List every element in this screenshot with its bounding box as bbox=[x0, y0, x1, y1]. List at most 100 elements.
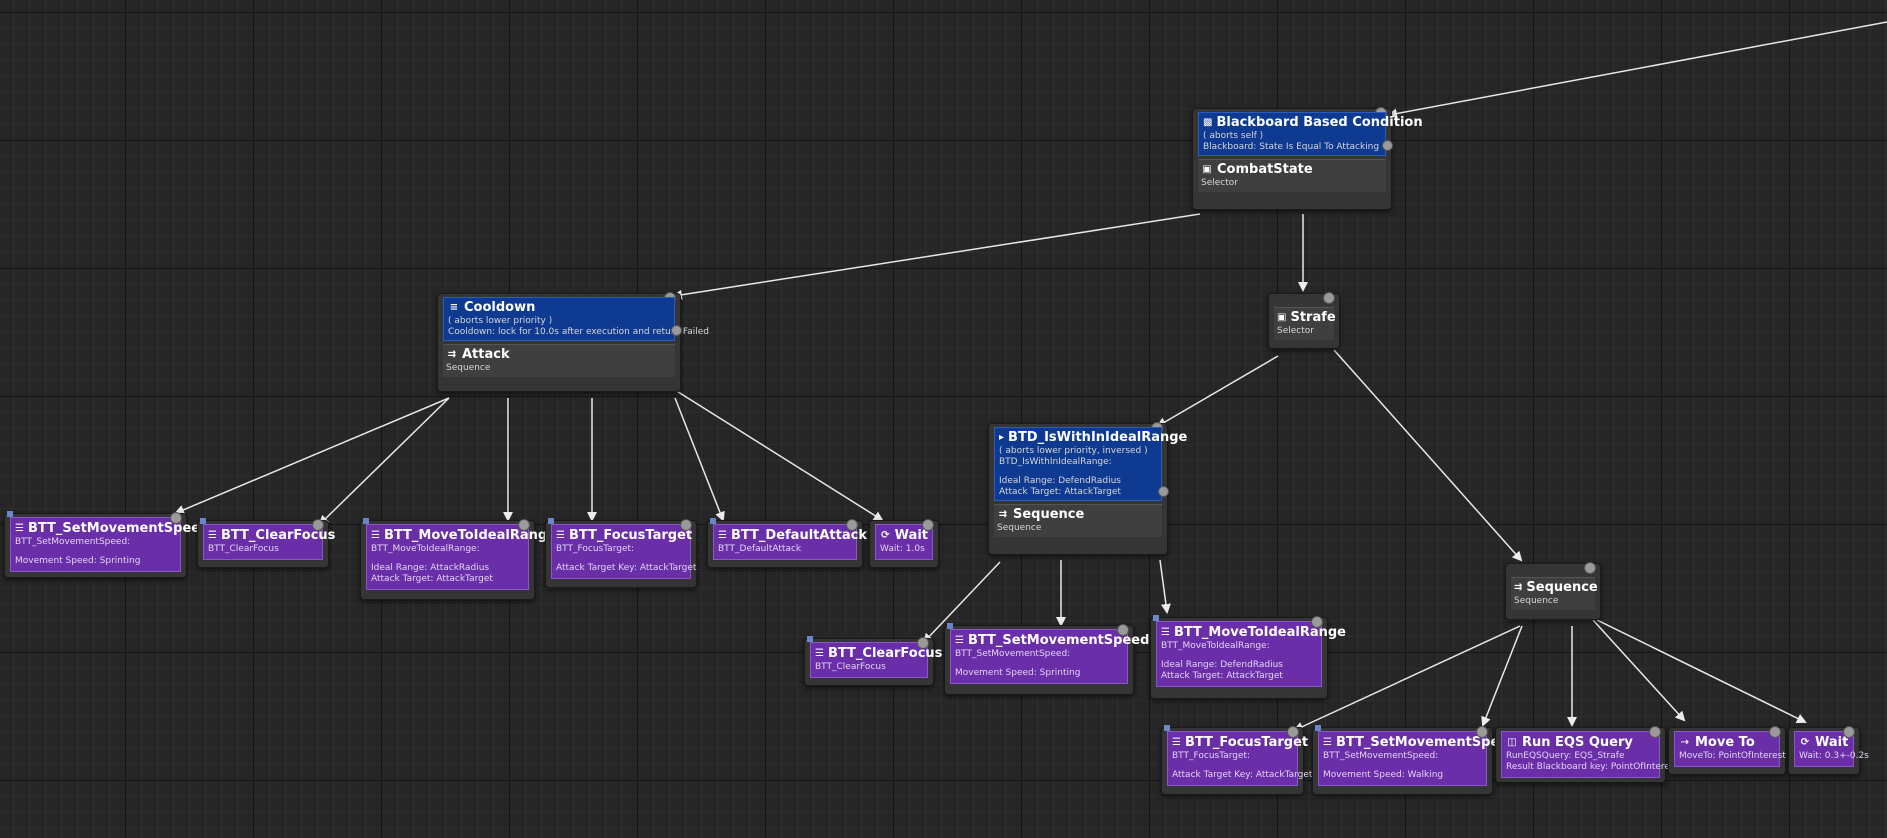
task-class-text: BTT_SetMovementSpeed: bbox=[15, 537, 131, 547]
task-body[interactable]: ☰BTT_MoveToIdealRange BTT_MoveToIdealRan… bbox=[1156, 621, 1346, 687]
task-clearfocus-1[interactable]: ☰BTT_ClearFocus BTT_ClearFocus bbox=[197, 518, 335, 568]
output-pin[interactable] bbox=[917, 637, 929, 649]
task-focustarget-1[interactable]: ☰BTT_FocusTarget BTT_FocusTarget: Attack… bbox=[545, 518, 697, 588]
task-title: Wait bbox=[1815, 735, 1849, 750]
output-pin[interactable] bbox=[1769, 726, 1781, 738]
decorator-pin[interactable] bbox=[671, 325, 682, 336]
task-clearfocus-2[interactable]: ☰BTT_ClearFocus BTT_ClearFocus bbox=[804, 636, 942, 686]
attack-node[interactable]: ≡Cooldown ( aborts lower priority ) Cool… bbox=[437, 292, 709, 392]
task-body[interactable]: ⇢Move To MoveTo: PointOfInterest bbox=[1674, 731, 1786, 767]
decorator-class-text: BTD_IsWithInIdealRange: bbox=[999, 457, 1112, 467]
strafe-composite[interactable]: ▣Strafe Selector bbox=[1274, 307, 1336, 340]
output-pin[interactable] bbox=[312, 519, 324, 531]
task-query-text: RunEQSQuery: EQS_Strafe bbox=[1506, 751, 1625, 761]
task-title: BTT_SetMovementSpeed bbox=[1335, 735, 1518, 750]
task-run-eqs-query[interactable]: ◫Run EQS Query RunEQSQuery: EQS_Strafe R… bbox=[1495, 726, 1679, 783]
task-icon: ☰ bbox=[1172, 737, 1181, 748]
task-title: BTT_DefaultAttack bbox=[730, 528, 867, 543]
task-param-text: Movement Speed: Sprinting bbox=[15, 556, 141, 566]
task-title: BTT_MoveToIdealRange bbox=[383, 528, 556, 543]
combatstate-composite[interactable]: ▣CombatState Selector bbox=[1198, 159, 1386, 192]
task-body[interactable]: ☰BTT_SetMovementSpeed BTT_SetMovementSpe… bbox=[10, 517, 209, 572]
decorator-range-text: Ideal Range: DefendRadius bbox=[999, 476, 1121, 486]
task-wait-2[interactable]: ⟳Wait Wait: 0.3+-0.2s bbox=[1788, 726, 1869, 775]
task-icon: ☰ bbox=[371, 530, 380, 541]
input-pin bbox=[947, 623, 953, 629]
task-title: Move To bbox=[1695, 735, 1755, 750]
task-class-text: BTT_MoveToIdealRange: bbox=[371, 544, 480, 554]
decorator-pin[interactable] bbox=[1382, 140, 1393, 151]
wire-seq2-to-wait2 bbox=[1596, 619, 1807, 723]
output-pin[interactable] bbox=[170, 512, 182, 524]
task-wait-1[interactable]: ⟳Wait Wait: 1.0s bbox=[869, 519, 939, 568]
output-pin[interactable] bbox=[1323, 292, 1335, 304]
combatstate-node[interactable]: ▩Blackboard Based Condition ( aborts sel… bbox=[1192, 107, 1423, 210]
decorator-icon: ▸ bbox=[999, 432, 1005, 443]
output-pin[interactable] bbox=[680, 519, 692, 531]
task-body[interactable]: ⟳Wait Wait: 0.3+-0.2s bbox=[1794, 731, 1869, 767]
output-pin[interactable] bbox=[846, 519, 858, 531]
task-move-to[interactable]: ⇢Move To MoveTo: PointOfInterest bbox=[1668, 726, 1786, 775]
composite-type: Sequence bbox=[446, 363, 491, 373]
wire-attack-to-wait1 bbox=[674, 389, 884, 522]
task-body[interactable]: ☰BTT_MoveToIdealRange BTT_MoveToIdealRan… bbox=[366, 524, 556, 590]
attack-composite[interactable]: ⇉Attack Sequence bbox=[443, 344, 675, 377]
strafe-node[interactable]: ▣Strafe Selector bbox=[1268, 292, 1340, 349]
task-range-text: Ideal Range: AttackRadius bbox=[371, 563, 490, 573]
task-icon: ☰ bbox=[718, 530, 727, 541]
task-body[interactable]: ☰BTT_ClearFocus BTT_ClearFocus bbox=[203, 524, 335, 560]
task-body[interactable]: ☰BTT_FocusTarget BTT_FocusTarget: Attack… bbox=[551, 524, 696, 579]
output-pin[interactable] bbox=[1311, 616, 1323, 628]
cooldown-decorator[interactable]: ≡Cooldown ( aborts lower priority ) Cool… bbox=[443, 297, 709, 341]
task-title: Wait bbox=[894, 528, 928, 543]
idealrange-sequence-node[interactable]: ▸BTD_IsWithInIdealRange ( aborts lower p… bbox=[988, 422, 1187, 555]
output-pin[interactable] bbox=[922, 519, 934, 531]
idealrange-composite[interactable]: ⇉Sequence Sequence bbox=[994, 504, 1162, 537]
task-icon: ☰ bbox=[208, 530, 217, 541]
task-body[interactable]: ☰BTT_ClearFocus BTT_ClearFocus bbox=[810, 642, 942, 678]
task-target-text: Attack Target: AttackTarget bbox=[371, 574, 493, 584]
strafe-sequence-composite[interactable]: ⇉Sequence Sequence bbox=[1511, 577, 1598, 610]
task-param-text: Movement Speed: Sprinting bbox=[955, 668, 1081, 678]
task-setmovementspeed-2[interactable]: ☰BTT_SetMovementSpeed BTT_SetMovementSpe… bbox=[944, 623, 1149, 695]
task-icon: ☰ bbox=[1161, 627, 1170, 638]
task-body[interactable]: ☰BTT_FocusTarget BTT_FocusTarget: Attack… bbox=[1167, 731, 1312, 786]
composite-title: Sequence bbox=[1526, 580, 1598, 595]
wait-icon: ⟳ bbox=[1800, 737, 1810, 748]
task-result-text: Result Blackboard key: PointOfInterest bbox=[1506, 762, 1679, 772]
output-pin[interactable] bbox=[518, 519, 530, 531]
sequence-icon: ⇉ bbox=[998, 509, 1008, 520]
input-pin bbox=[1164, 725, 1170, 731]
decorator-title: Cooldown bbox=[464, 300, 536, 315]
task-setmovementspeed-3[interactable]: ☰BTT_SetMovementSpeed BTT_SetMovementSpe… bbox=[1312, 725, 1517, 795]
output-pin[interactable] bbox=[1649, 726, 1661, 738]
task-title: BTT_MoveToIdealRange bbox=[1173, 625, 1346, 640]
task-defaultattack[interactable]: ☰BTT_DefaultAttack BTT_DefaultAttack bbox=[707, 518, 867, 568]
output-pin[interactable] bbox=[1843, 726, 1855, 738]
task-focustarget-2[interactable]: ☰BTT_FocusTarget BTT_FocusTarget: Attack… bbox=[1161, 725, 1312, 795]
task-body[interactable]: ◫Run EQS Query RunEQSQuery: EQS_Strafe R… bbox=[1501, 731, 1679, 778]
task-title: BTT_SetMovementSpeed bbox=[967, 633, 1150, 648]
task-setmovementspeed-1[interactable]: ☰BTT_SetMovementSpeed BTT_SetMovementSpe… bbox=[4, 511, 209, 578]
task-class-text: BTT_SetMovementSpeed: bbox=[1323, 751, 1439, 761]
decorator-title: Blackboard Based Condition bbox=[1216, 115, 1423, 130]
blackboard-decorator[interactable]: ▩Blackboard Based Condition ( aborts sel… bbox=[1198, 112, 1423, 156]
task-body[interactable]: ☰BTT_SetMovementSpeed BTT_SetMovementSpe… bbox=[1318, 731, 1517, 786]
task-movetoidealrange-2[interactable]: ☰BTT_MoveToIdealRange BTT_MoveToIdealRan… bbox=[1150, 615, 1346, 699]
wire-root-to-combat bbox=[1387, 21, 1887, 119]
decorator-pin[interactable] bbox=[1158, 486, 1169, 497]
task-body[interactable]: ☰BTT_DefaultAttack BTT_DefaultAttack bbox=[713, 524, 867, 560]
output-pin[interactable] bbox=[1117, 624, 1129, 636]
idealrange-decorator[interactable]: ▸BTD_IsWithInIdealRange ( aborts lower p… bbox=[994, 427, 1187, 501]
task-body[interactable]: ☰BTT_SetMovementSpeed BTT_SetMovementSpe… bbox=[950, 629, 1149, 684]
output-pin[interactable] bbox=[1476, 726, 1488, 738]
task-title: BTT_ClearFocus bbox=[220, 528, 336, 543]
task-body[interactable]: ⟳Wait Wait: 1.0s bbox=[875, 524, 933, 560]
output-pin[interactable] bbox=[1287, 726, 1299, 738]
task-class-text: BTT_ClearFocus bbox=[208, 544, 279, 554]
output-pin[interactable] bbox=[1584, 562, 1596, 574]
composite-title: CombatState bbox=[1217, 162, 1313, 177]
strafe-sequence-node[interactable]: ⇉Sequence Sequence bbox=[1505, 562, 1601, 620]
task-movetoidealrange-1[interactable]: ☰BTT_MoveToIdealRange BTT_MoveToIdealRan… bbox=[360, 518, 556, 600]
decorator-title: BTD_IsWithInIdealRange bbox=[1008, 430, 1188, 445]
